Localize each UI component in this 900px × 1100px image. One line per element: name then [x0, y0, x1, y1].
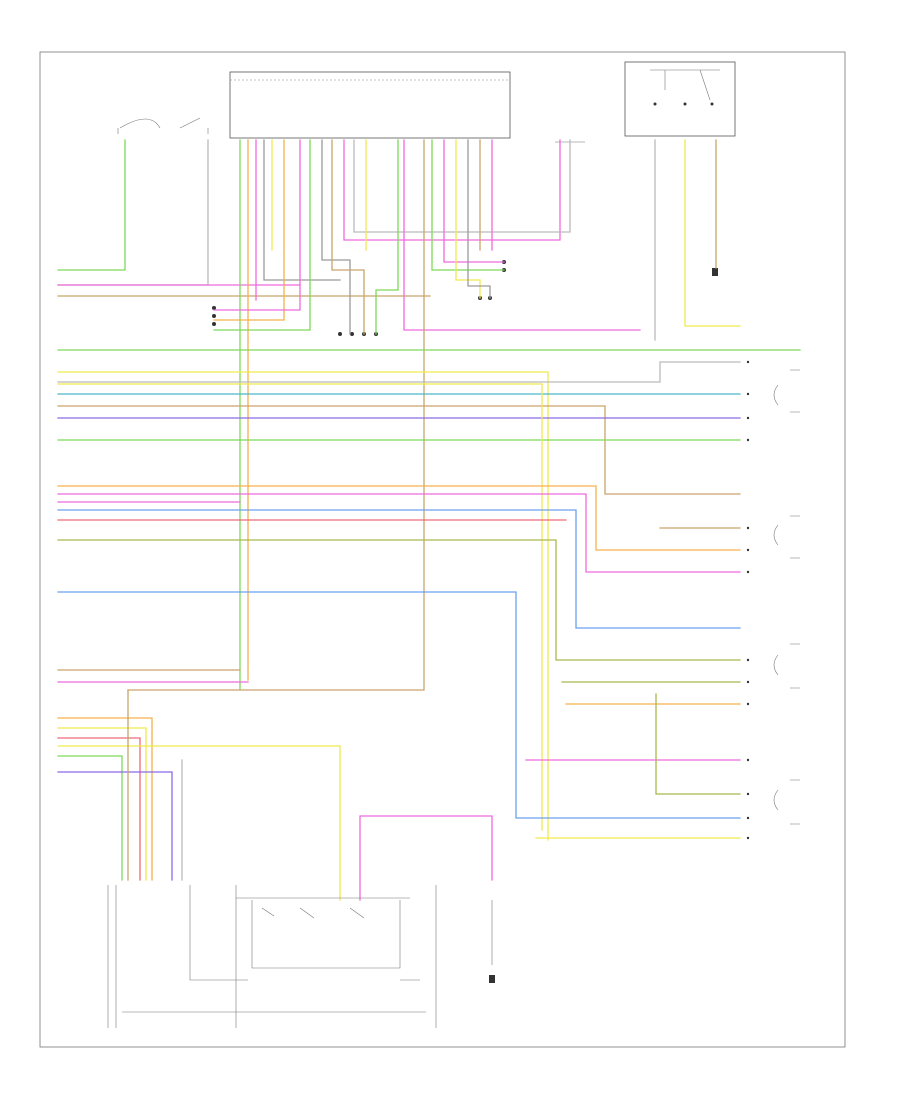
diagram-frame	[39, 51, 846, 1048]
motor-4	[746, 758, 800, 840]
ground-1	[712, 268, 718, 276]
motor-3	[746, 643, 800, 706]
ground-2	[489, 900, 495, 983]
relay-box	[624, 61, 736, 137]
wires-top	[57, 139, 801, 841]
motor-2	[746, 515, 800, 574]
motor-1	[746, 360, 800, 442]
wires-bottom	[57, 689, 493, 901]
bottom-switch	[122, 885, 437, 1028]
control-module	[229, 71, 511, 139]
splice-b	[338, 332, 378, 336]
wires-middle	[57, 485, 741, 839]
bottom-connector	[107, 885, 117, 1028]
splice-a	[212, 306, 216, 326]
left-switch	[117, 117, 209, 134]
